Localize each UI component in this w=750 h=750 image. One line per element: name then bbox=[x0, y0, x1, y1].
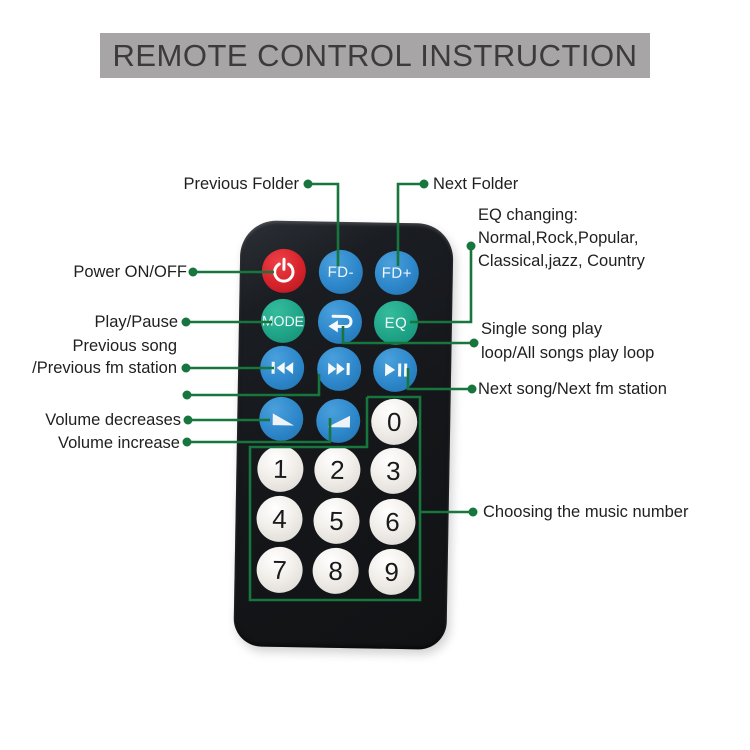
fd-plus-button: FD+ bbox=[374, 250, 420, 296]
digit-4-button: 4 bbox=[256, 495, 303, 543]
digit-0-label: 0 bbox=[386, 406, 402, 437]
previous-track-button bbox=[259, 345, 305, 391]
digit-0-button: 0 bbox=[370, 398, 418, 446]
eq-button: EQ bbox=[373, 300, 419, 346]
choosing-label: Choosing the music number bbox=[483, 503, 689, 521]
single-song-label: Single song play loop/All songs play loo… bbox=[481, 320, 655, 362]
page-title: REMOTE CONTROL INSTRUCTION bbox=[100, 33, 650, 78]
eq-changing-label: EQ changing: Normal,Rock,Popular, Classi… bbox=[478, 206, 645, 270]
digit-4-label: 4 bbox=[272, 503, 288, 534]
volume-down-button bbox=[258, 396, 304, 442]
digit-1-button: 1 bbox=[257, 445, 304, 493]
digit-7-button: 7 bbox=[256, 546, 304, 594]
next-folder-label: Next Folder bbox=[433, 175, 519, 193]
eq-label: EQ bbox=[384, 314, 408, 332]
power-icon bbox=[273, 257, 295, 283]
fd-plus-label: FD+ bbox=[381, 264, 413, 282]
play-pause-icon bbox=[385, 363, 408, 377]
loop-icon bbox=[328, 314, 353, 333]
digit-9-button: 9 bbox=[368, 548, 416, 596]
previous-track-icon bbox=[271, 361, 294, 375]
digit-3-label: 3 bbox=[385, 455, 401, 486]
next-track-icon bbox=[328, 362, 350, 376]
volume-down-icon bbox=[272, 413, 294, 426]
page-title-text: REMOTE CONTROL INSTRUCTION bbox=[112, 37, 638, 73]
volume-increase-label: Volume increase bbox=[58, 434, 180, 452]
play-pause-button bbox=[372, 347, 418, 393]
digit-1-label: 1 bbox=[272, 453, 288, 484]
digit-9-label: 9 bbox=[384, 556, 400, 587]
digit-5-label: 5 bbox=[329, 505, 345, 536]
prev-song-label: Previous song /Previous fm station bbox=[32, 337, 177, 377]
next-song-label: Next song/Next fm station bbox=[478, 380, 667, 398]
volume-up-button bbox=[315, 398, 361, 444]
mode-label: MODE bbox=[261, 312, 305, 330]
volume-up-icon bbox=[327, 415, 351, 428]
digit-6-label: 6 bbox=[385, 506, 400, 537]
digit-7-label: 7 bbox=[272, 554, 288, 585]
power-label: Power ON/OFF bbox=[73, 263, 187, 281]
digit-2-button: 2 bbox=[313, 446, 361, 494]
fd-minus-label: FD- bbox=[327, 263, 355, 281]
digit-5-button: 5 bbox=[313, 497, 360, 545]
fd-minus-button: FD- bbox=[318, 249, 364, 295]
power-button bbox=[261, 248, 307, 294]
volume-decrease-label: Volume decreases bbox=[45, 411, 181, 429]
play-pause-label: Play/Pause bbox=[94, 313, 178, 331]
digit-3-button: 3 bbox=[369, 447, 417, 495]
digit-8-label: 8 bbox=[328, 555, 344, 586]
mode-button: MODE bbox=[260, 298, 306, 344]
digit-6-button: 6 bbox=[369, 498, 416, 546]
loop-button bbox=[317, 299, 363, 345]
digit-2-label: 2 bbox=[329, 454, 345, 485]
next-track-button bbox=[316, 346, 362, 392]
prev-folder-label: Previous Folder bbox=[183, 175, 299, 193]
digit-8-button: 8 bbox=[312, 547, 360, 595]
remote-control: FD- FD+ MODE EQ bbox=[233, 220, 454, 650]
